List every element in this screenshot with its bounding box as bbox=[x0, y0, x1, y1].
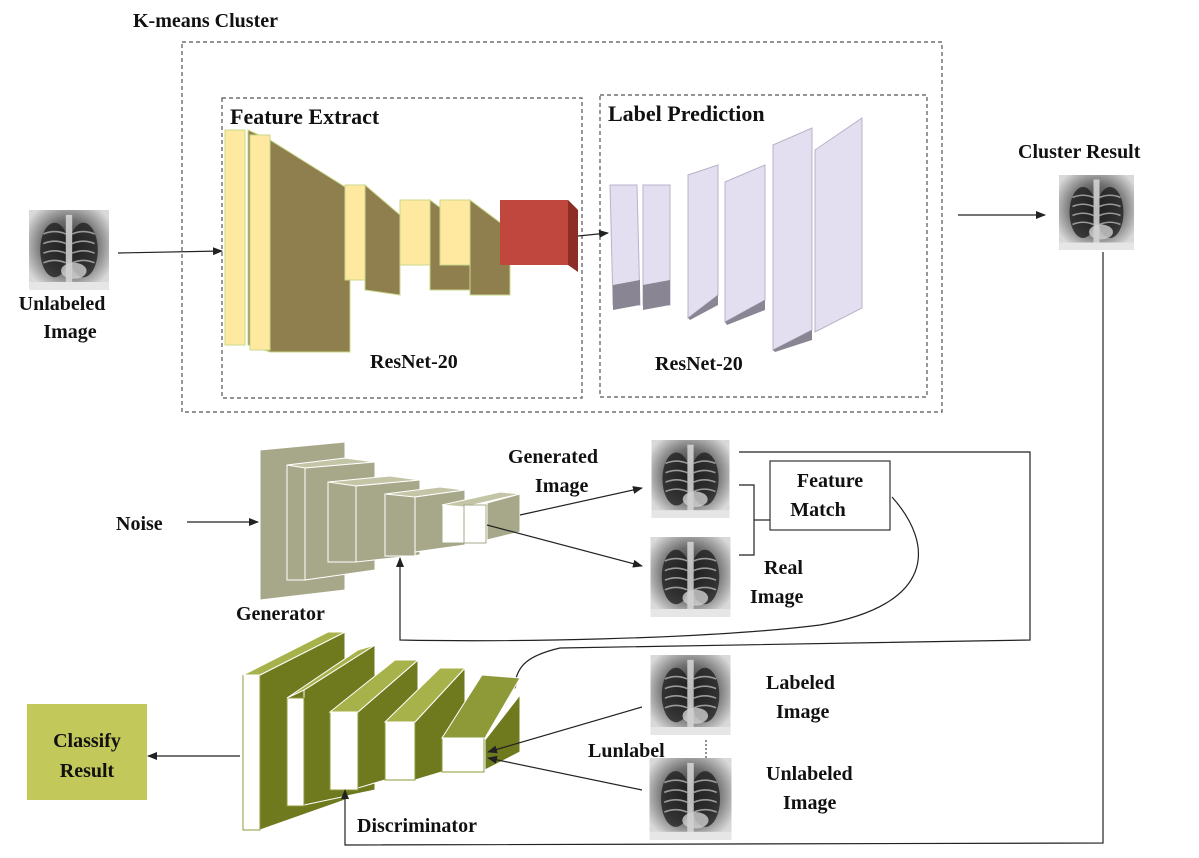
labeled-image-label-2: Image bbox=[776, 701, 829, 723]
feature-match-bracket bbox=[739, 484, 755, 556]
input-arrow bbox=[117, 247, 223, 256]
classify-result-box bbox=[27, 704, 147, 800]
feature-match-label-1: Feature bbox=[797, 470, 863, 492]
unlabeled-input-xray bbox=[28, 210, 110, 290]
label-prediction-title: Label Prediction bbox=[608, 101, 765, 126]
cluster-result-xray bbox=[1058, 175, 1135, 250]
unlabeled-bottom-xray bbox=[648, 758, 733, 840]
feature-extract-title: Feature Extract bbox=[230, 104, 380, 129]
kmeans-title: K-means Cluster bbox=[133, 10, 278, 32]
classify-result-label-1: Classify bbox=[53, 730, 121, 752]
unlabeled-image-label-1: Unlabeled bbox=[19, 293, 106, 315]
resnet-right-label: ResNet-20 bbox=[655, 353, 743, 375]
real-image-label-2: Image bbox=[750, 586, 803, 608]
generated-image-label-2: Image bbox=[535, 475, 588, 497]
classify-result-label-2: Result bbox=[60, 760, 115, 782]
feature-match-box bbox=[769, 460, 891, 531]
to-real-arrow bbox=[486, 524, 643, 568]
label-prediction-box bbox=[599, 94, 928, 398]
feature-output-block bbox=[500, 200, 578, 272]
kmeans-box bbox=[181, 41, 943, 413]
labeled-xray bbox=[649, 655, 732, 735]
generated-xray bbox=[650, 440, 731, 518]
generator-label: Generator bbox=[236, 603, 325, 625]
feature-to-prediction-arrow bbox=[577, 229, 609, 238]
feature-match-label-2: Match bbox=[790, 499, 846, 521]
labeled-image-label-1: Labeled bbox=[766, 672, 835, 694]
unlabeled-bottom-label-2: Image bbox=[783, 792, 836, 814]
resnet-left-label: ResNet-20 bbox=[370, 351, 458, 373]
feature-extract-layers bbox=[224, 129, 511, 353]
real-xray bbox=[649, 537, 732, 617]
labeled-to-discriminator-arrow bbox=[487, 706, 643, 754]
discriminator-label: Discriminator bbox=[357, 815, 477, 837]
to-generated-arrow bbox=[519, 486, 643, 516]
discriminator-layers bbox=[242, 631, 521, 831]
unlabeled-to-discriminator-arrow bbox=[487, 755, 643, 791]
cluster-result-label: Cluster Result bbox=[1018, 141, 1141, 163]
generator-layers bbox=[259, 441, 521, 601]
feature-match-feedback-arrow bbox=[396, 496, 920, 642]
cluster-to-discriminator-arrow bbox=[341, 252, 1104, 846]
unlabeled-bottom-label-1: Unlabeled bbox=[766, 763, 853, 785]
lunlabel-label: Lunlabel bbox=[588, 740, 665, 762]
real-image-label-1: Real bbox=[764, 557, 803, 579]
generated-image-label-1: Generated bbox=[508, 446, 598, 468]
label-prediction-layers bbox=[609, 117, 863, 352]
noise-label: Noise bbox=[116, 513, 163, 535]
unlabeled-image-label-2: Image bbox=[43, 321, 96, 343]
